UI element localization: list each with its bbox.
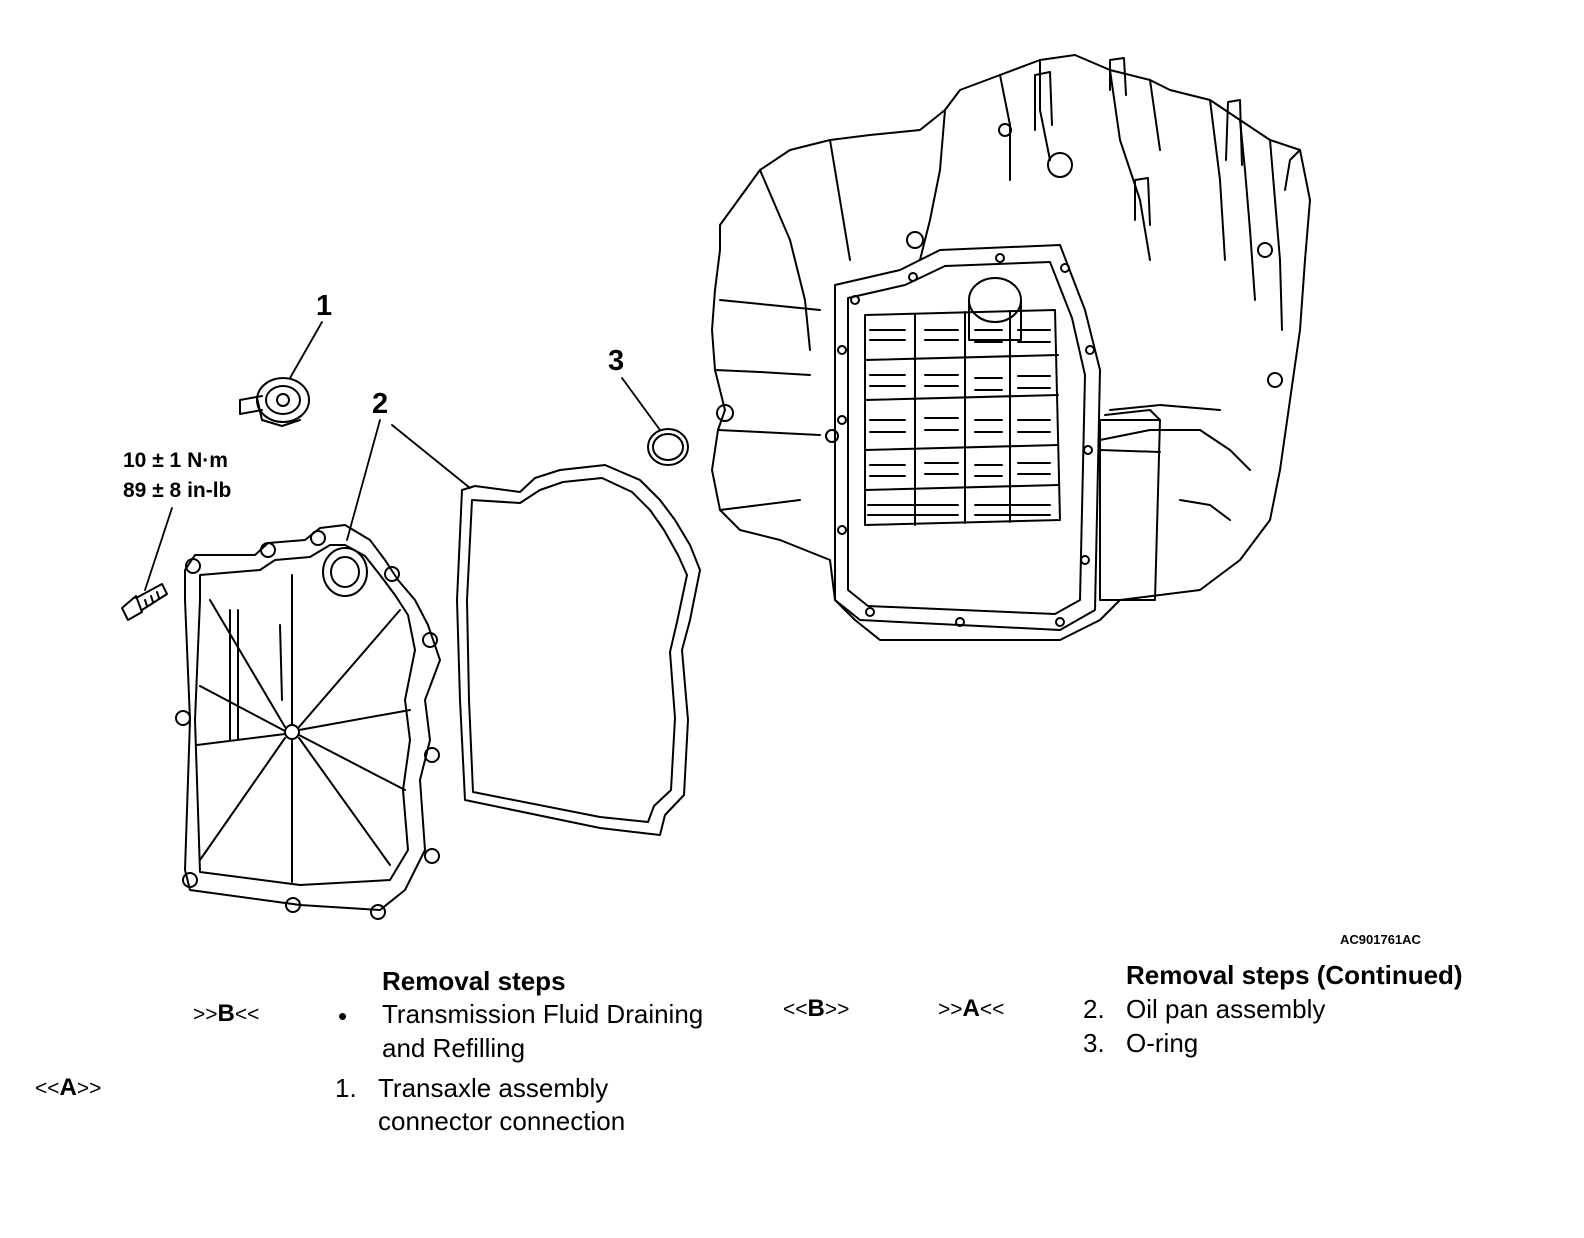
removal-steps-continued-header: Removal steps (Continued) (1126, 960, 1463, 990)
step-number-2: 2. (1083, 994, 1105, 1024)
service-mark-b-install: >>B<< (193, 1000, 260, 1027)
step-o-ring: O-ring (1126, 1028, 1199, 1058)
torque-spec-metric: 10 ± 1 N·m (123, 449, 228, 472)
callout-1: 1 (316, 290, 333, 322)
step-oil-pan: Oil pan assembly (1126, 994, 1326, 1024)
step-fluid-drain-line2: and Refilling (382, 1033, 526, 1063)
step-connector-line2: connector connection (378, 1106, 626, 1136)
step-number-3: 3. (1083, 1028, 1105, 1058)
service-mark-a-install: >>A<< (938, 995, 1005, 1022)
step-fluid-drain-line1: Transmission Fluid Draining (382, 999, 704, 1029)
o-ring-part-3 (647, 428, 689, 466)
oil-pan-bolt (121, 583, 168, 621)
valve-body-frame (834, 244, 1101, 631)
step-connector-line1: Transaxle assembly (378, 1073, 609, 1103)
leader-lines (144, 321, 661, 591)
exploded-view-drawing (121, 54, 1311, 920)
step-bullet: • (338, 1001, 348, 1031)
callout-2: 2 (372, 388, 389, 420)
transaxle-housing (711, 54, 1311, 641)
service-mark-a-removal: <<A>> (35, 1074, 102, 1101)
service-mark-b-removal: <<B>> (783, 995, 850, 1022)
figure-code: AC901761AC (1340, 932, 1421, 947)
torque-spec-imperial: 89 ± 8 in-lb (123, 479, 232, 502)
removal-steps-header: Removal steps (382, 966, 566, 996)
oil-pan-gasket (456, 464, 701, 836)
callout-3: 3 (608, 345, 625, 377)
connector-part-1 (239, 377, 310, 427)
step-number-1: 1. (335, 1073, 357, 1103)
oil-pan-part-2 (175, 524, 441, 920)
